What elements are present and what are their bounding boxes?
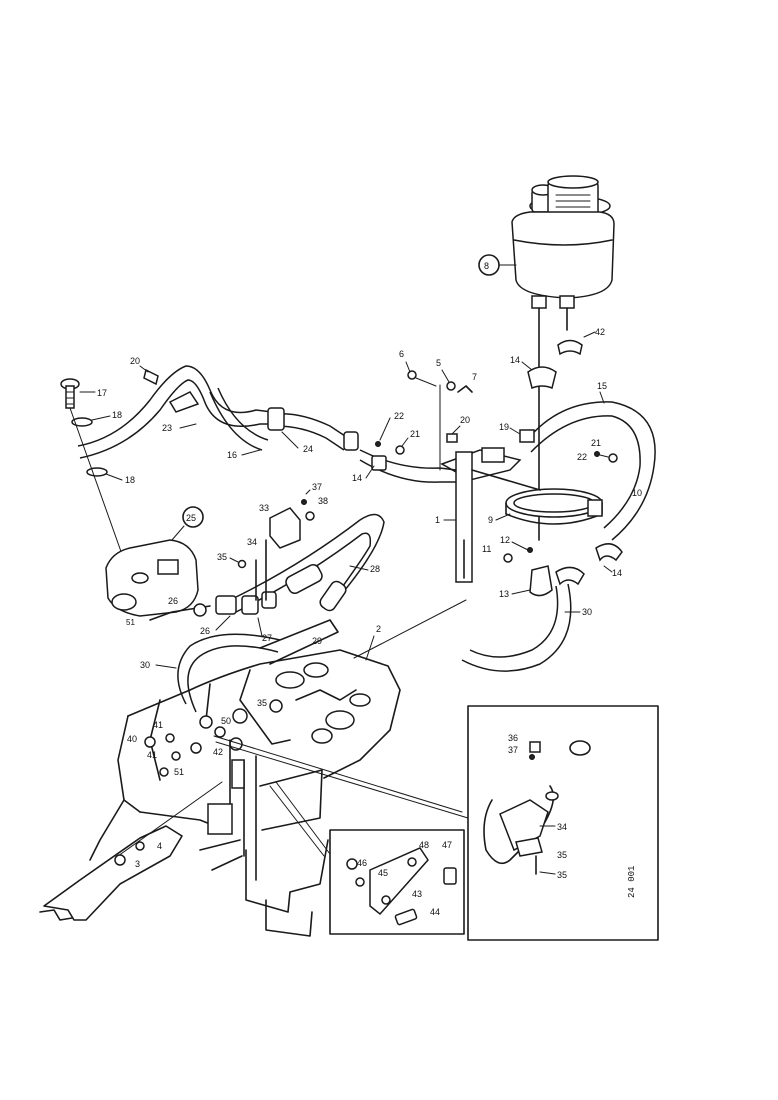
callout-46: 46: [357, 858, 367, 868]
clamp-42-top: 42: [557, 327, 605, 356]
callout-15: 15: [597, 381, 607, 391]
callout-9: 9: [488, 515, 493, 525]
callout-24: 24: [303, 444, 313, 454]
fluid-reservoir: [511, 175, 615, 541]
callout-35-left: 35: [217, 552, 227, 562]
callout-13: 13: [499, 589, 509, 599]
pump-bolts: 41 40 41 42 51 50 35: [127, 698, 267, 777]
callout-14-upper: 14: [510, 355, 520, 365]
upper-pipes: 23 16 24 14 22 21: [77, 365, 457, 483]
callout-21-left: 21: [410, 429, 420, 439]
callout-34-right: 34: [557, 822, 567, 832]
leader-to-right-inset-2: [213, 735, 463, 813]
callout-22-right: 22: [577, 452, 587, 462]
callout-8: 8: [484, 261, 489, 271]
callout-30-right: 30: [582, 607, 592, 617]
callout-22-left: 22: [394, 411, 404, 421]
callout-11: 11: [482, 544, 491, 554]
callout-12: 12: [500, 535, 510, 545]
callout-7: 7: [472, 372, 477, 382]
banjo-bolt-17: 17 18 18: [60, 378, 135, 561]
callout-35-right-a: 35: [557, 850, 567, 860]
callout-26-lower: 26: [200, 626, 210, 636]
callout-14-left: 14: [352, 473, 362, 483]
callout-36: 36: [508, 733, 518, 743]
bolts-6-5-7: 6 5 7: [399, 349, 477, 471]
callout-43: 43: [412, 889, 422, 899]
callout-47: 47: [442, 840, 452, 850]
supply-hose-39: 30: [461, 583, 592, 672]
callout-50: 50: [221, 716, 231, 726]
reservoir-bracket: 1 9: [435, 447, 603, 583]
callout-6: 6: [399, 349, 404, 359]
callout-44: 44: [430, 907, 440, 917]
callout-37-right: 37: [508, 745, 518, 755]
callout-18-bottom: 18: [125, 475, 135, 485]
reference-code: 24 001: [627, 866, 637, 898]
callout-21-right: 21: [591, 438, 601, 448]
callout-8-circle: 8: [478, 254, 517, 276]
callout-18-top: 18: [112, 410, 122, 420]
leader-to-lower-inset-2: [269, 785, 325, 857]
callout-23: 23: [162, 423, 172, 433]
callout-37-left: 37: [312, 482, 322, 492]
callout-41-a: 41: [153, 720, 163, 730]
steering-gear-25: 25 51: [105, 506, 211, 627]
callout-4: 4: [157, 841, 162, 851]
callout-48: 48: [419, 840, 429, 850]
inset-bracket-detail: 36 37 34 35 35 24 001: [467, 705, 659, 941]
callout-16: 16: [227, 450, 237, 460]
callout-34-left: 34: [247, 537, 257, 547]
callout-20-right: 20: [460, 415, 470, 425]
pressure-hose-28: 28 26 26 27: [168, 513, 385, 643]
callout-26: 26: [168, 596, 178, 606]
callout-40: 40: [127, 734, 137, 744]
bolt-20-top: 20: [130, 356, 159, 386]
callout-51: 51: [174, 767, 184, 777]
callout-5: 5: [436, 358, 441, 368]
leader-to-right-inset: [215, 741, 469, 819]
callout-35-right-b: 35: [557, 870, 567, 880]
callout-2: 2: [376, 624, 381, 634]
lower-reservoir-hoses: 11 12 13 14: [482, 535, 623, 599]
hose-30-left: 30 2: [140, 619, 381, 713]
leader-bracket-to-block: [353, 599, 467, 659]
callout-38: 38: [318, 496, 328, 506]
engine-mount-arm: 3 4: [39, 781, 223, 921]
callout-42-bottom: 42: [213, 747, 223, 757]
leader-to-lower-inset: [275, 781, 331, 855]
callout-17: 17: [97, 388, 107, 398]
callout-45: 45: [378, 868, 388, 878]
callout-10: 10: [632, 488, 642, 498]
engine-block: [89, 649, 401, 937]
callout-25: 25: [186, 513, 196, 523]
inset-tension-link: 46 45 48 47 43 44: [329, 829, 465, 935]
bracket-33-fasteners: 33 34 35 37 38 29: [217, 482, 328, 646]
callout-19: 19: [499, 422, 509, 432]
callout-30-left: 30: [140, 660, 150, 670]
callout-3: 3: [135, 859, 140, 869]
return-hose: 15 10: [526, 381, 656, 541]
callout-41-b: 41: [147, 750, 157, 760]
callout-33: 33: [259, 503, 269, 513]
callout-42-top: 42: [595, 327, 605, 337]
callout-14-lower: 14: [612, 568, 622, 578]
callout-20-top: 20: [130, 356, 140, 366]
callout-35-mid: 35: [257, 698, 267, 708]
callout-1: 1: [435, 515, 440, 525]
callout-51-gear: 51: [126, 618, 135, 627]
clamp-14-upper: 14: [510, 355, 557, 390]
callout-28: 28: [370, 564, 380, 574]
fasteners-bracket-right: 20 19 21 22: [446, 415, 618, 463]
